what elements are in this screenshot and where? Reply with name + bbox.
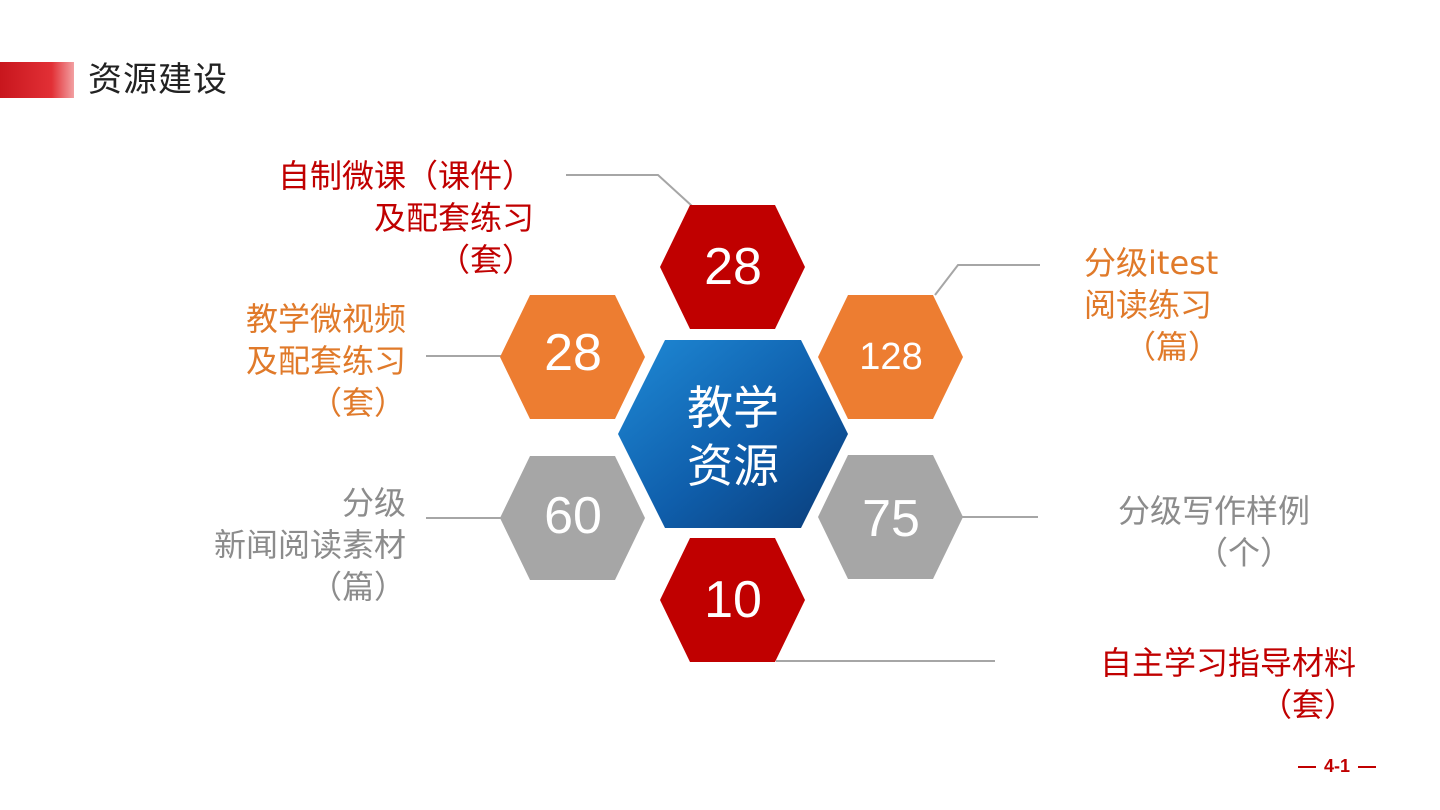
label-lower-right: 分级写作样例 （个） (1118, 490, 1310, 574)
label-lower-right-line1: 分级写作样例 (1117, 492, 1310, 530)
label-top-line1: 自制微课（课件） (277, 157, 534, 195)
center-label-line1: 教学 (687, 381, 779, 435)
hex-upper-right-value: 128 (859, 336, 922, 378)
label-lower-left-line3: （篇） (309, 568, 406, 606)
label-upper-right-line1: 分级itest (1084, 244, 1219, 282)
label-upper-right-line3: （篇） (1124, 328, 1221, 366)
label-upper-left: 教学微视频 及配套练习 （套） (246, 298, 406, 424)
label-lower-left: 分级 新闻阅读素材 （篇） (214, 482, 406, 608)
label-upper-left-line3: （套） (309, 384, 406, 422)
label-upper-right: 分级itest 阅读练习 （篇） (1084, 242, 1220, 368)
label-top-line2: 及配套练习 (373, 199, 534, 237)
label-bottom: 自主学习指导材料 （套） (1100, 642, 1356, 726)
hex-upper-left: 28 (500, 295, 645, 419)
hex-lower-left-value: 60 (544, 487, 602, 545)
hex-upper-left-value: 28 (544, 324, 602, 382)
label-upper-left-line2: 及配套练习 (245, 342, 406, 380)
hex-center: 教学 资源 (618, 340, 848, 528)
label-upper-right-line2: 阅读练习 (1084, 286, 1213, 324)
label-bottom-line1: 自主学习指导材料 (1099, 644, 1356, 682)
hex-top: 28 (660, 205, 805, 329)
label-lower-left-line1: 分级 (341, 484, 406, 522)
hex-lower-right: 75 (818, 455, 963, 579)
hex-bottom: 10 (660, 538, 805, 662)
title-accent-bar (0, 62, 74, 98)
label-lower-left-line2: 新闻阅读素材 (213, 526, 406, 564)
page-number: 4-1 (1290, 756, 1384, 777)
hex-bottom-value: 10 (704, 571, 762, 629)
hex-upper-right: 128 (818, 295, 963, 419)
label-lower-right-line2: （个） (1195, 534, 1292, 572)
connector-upper-right (934, 264, 1040, 296)
connector-top (566, 174, 693, 207)
label-top-line3: （套） (437, 241, 534, 279)
label-bottom-line2: （套） (1259, 686, 1356, 724)
hex-lower-right-value: 75 (862, 490, 920, 548)
page-title: 资源建设 (88, 60, 228, 100)
hex-top-value: 28 (704, 238, 762, 296)
label-top: 自制微课（课件） 及配套练习 （套） (278, 155, 534, 281)
center-label-line2: 资源 (687, 439, 779, 493)
hex-lower-left: 60 (500, 456, 645, 580)
label-upper-left-line1: 教学微视频 (245, 300, 406, 338)
